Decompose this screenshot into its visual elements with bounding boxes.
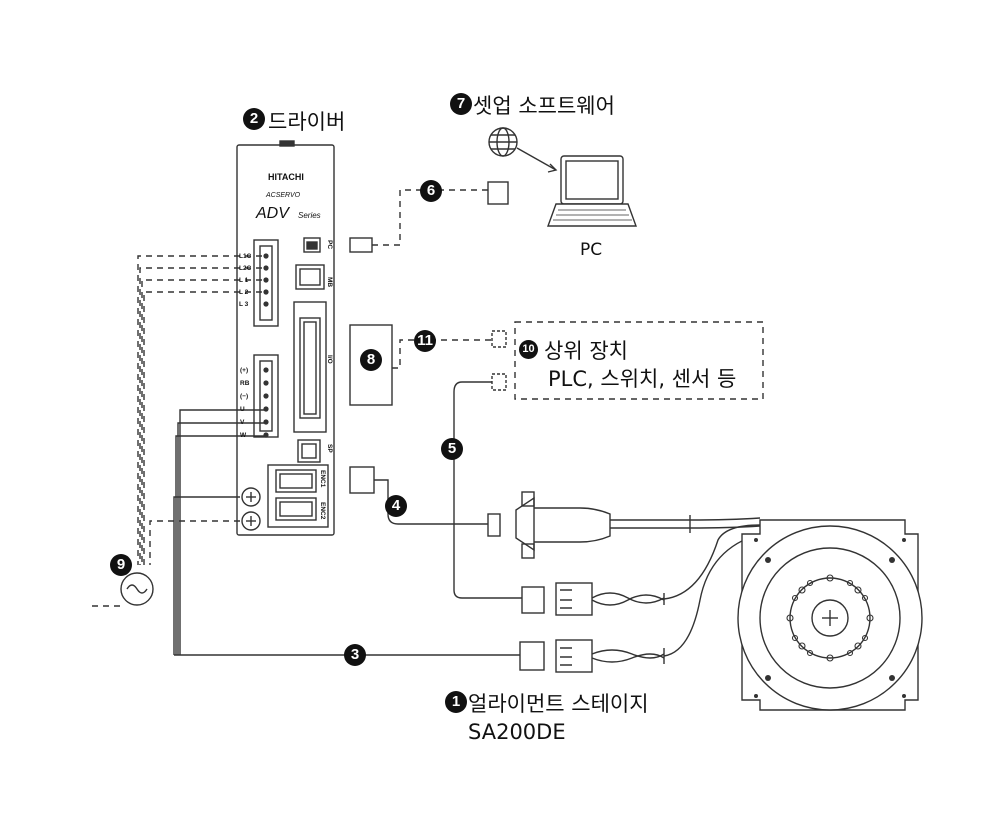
motor-terminal-label: (+) <box>240 367 248 374</box>
driver-series-suffix: Series <box>298 211 321 220</box>
driver-brand: HITACHI <box>268 172 304 182</box>
marker-5: 5 <box>441 438 463 460</box>
terminal-screw <box>263 265 269 271</box>
terminal-screw <box>263 277 269 283</box>
terminal-screw <box>263 301 269 307</box>
port-label: PC <box>326 240 333 249</box>
marker-11: 11 <box>414 330 436 352</box>
laptop-icon <box>547 155 637 227</box>
terminal-screw <box>263 367 269 373</box>
pc-label: PC <box>580 240 603 260</box>
marker-1: 1 <box>445 691 467 713</box>
motor-terminal-label: V <box>240 419 245 426</box>
terminal-screw <box>263 406 269 412</box>
motor-wiring <box>173 409 520 656</box>
marker-8: 8 <box>360 349 382 371</box>
port-label: SP <box>326 444 333 453</box>
power-terminal-labels: L1C L2C L 1 L 2 L 3 <box>239 253 269 308</box>
terminal-screw <box>263 253 269 259</box>
host-device-box <box>514 321 764 400</box>
marker-10: 10 <box>519 340 538 359</box>
power-terminal-label: L 3 <box>239 301 249 308</box>
motor-terminal-label: W <box>240 432 247 439</box>
terminal-screw <box>263 380 269 386</box>
terminal-screw <box>263 419 269 425</box>
motor-terminal-label: (−) <box>240 393 248 400</box>
motor-terminal-label: RB <box>240 380 250 387</box>
terminal-screw <box>263 393 269 399</box>
port-label: ENC1 <box>319 470 326 488</box>
port-label: I/O <box>326 355 333 364</box>
driver-subtitle: ACSERVO <box>265 192 301 199</box>
motor-terminal-label: U <box>240 406 245 413</box>
port-label: ENC2 <box>319 502 326 520</box>
driver-series: ADV <box>255 205 290 222</box>
power-terminal-label: L1C <box>239 253 252 260</box>
stage-model: SA200DE <box>468 720 566 744</box>
marker-3: 3 <box>344 644 366 666</box>
power-terminal-label: L 2 <box>239 289 249 296</box>
software-label: 셋업 소프트웨어 <box>473 94 615 118</box>
marker-4: 4 <box>385 495 407 517</box>
alignment-stage <box>737 519 923 711</box>
power-terminal-label: L 1 <box>239 277 249 284</box>
globe-icon <box>488 127 558 173</box>
marker-2: 2 <box>243 108 265 130</box>
marker-6: 6 <box>420 180 442 202</box>
host-device-title: 상위 장치 <box>544 339 628 363</box>
stage-title: 얼라이먼트 스테이지 <box>468 692 649 716</box>
terminal-screw <box>263 432 269 438</box>
marker-9: 9 <box>110 554 132 576</box>
port-label: MB <box>326 277 333 287</box>
motor-terminal-labels: (+) RB (−) UVW <box>240 367 269 439</box>
marker-7: 7 <box>450 93 472 115</box>
host-device-subtitle: PLC, 스위치, 센서 등 <box>548 367 737 391</box>
driver-label: 드라이버 <box>268 110 346 134</box>
terminal-screw <box>263 289 269 295</box>
power-terminal-label: L2C <box>239 265 252 272</box>
power-wiring <box>92 255 262 607</box>
